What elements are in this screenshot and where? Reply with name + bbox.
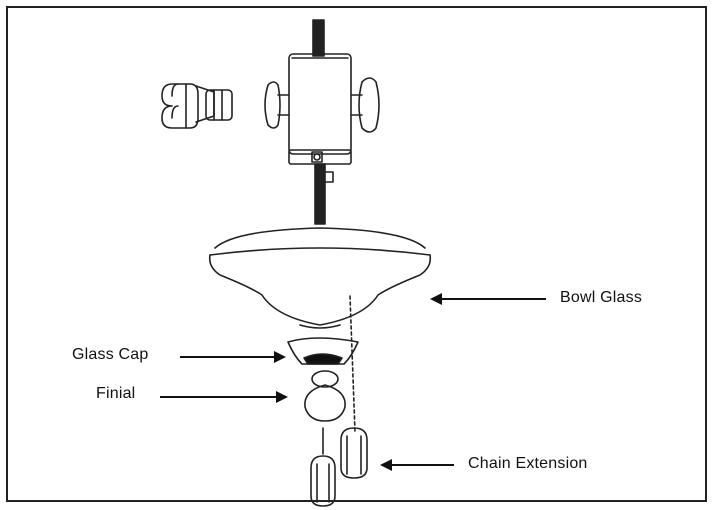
chain-extension-arrow (380, 459, 454, 471)
left-knob (264, 81, 290, 129)
finial-label: Finial (96, 385, 136, 402)
socket-housing (288, 53, 352, 165)
bowl-glass (208, 227, 432, 329)
finial (304, 370, 346, 422)
glass-cap-label: Glass Cap (72, 346, 149, 363)
glass-cap (287, 337, 359, 365)
chain-extension-label: Chain Extension (468, 455, 588, 472)
top-rod (312, 19, 325, 57)
bowl-glass-arrow (430, 293, 546, 305)
diagram-frame (6, 6, 707, 502)
lower-rod (314, 163, 334, 225)
right-knob (350, 77, 380, 133)
cfl-bulb (161, 83, 233, 129)
finial-arrow (160, 391, 288, 403)
pull-chain (322, 295, 356, 455)
glass-cap-arrow (180, 351, 286, 363)
bowl-glass-label: Bowl Glass (560, 289, 643, 306)
chain-extension (310, 427, 368, 507)
